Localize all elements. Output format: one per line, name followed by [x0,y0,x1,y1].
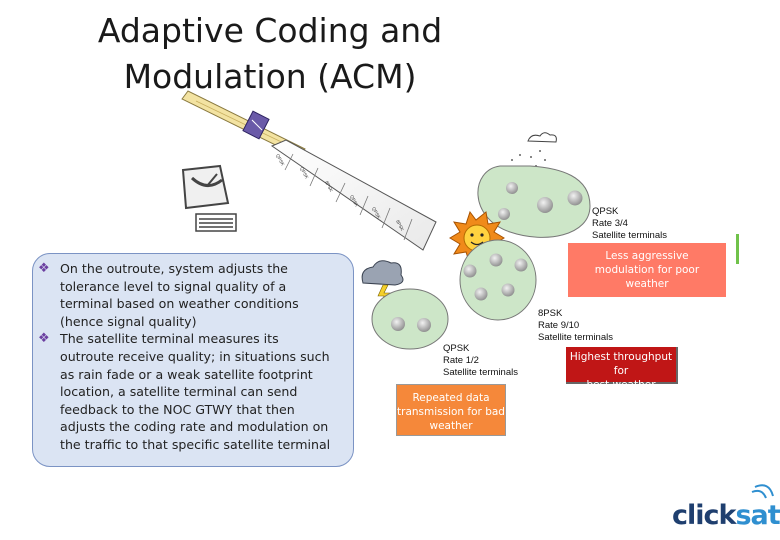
bullet-item: ❖ On the outroute, system adjusts the to… [36,260,336,330]
logo-text-part2: sat [735,500,780,531]
clicksat-logo-mark [751,484,774,499]
terminal-cluster-qpsk-3-4 [477,165,591,238]
label-8psk-9-10: 8PSK Rate 9/10 Satellite terminals [538,308,613,344]
callout-less-aggressive: Less aggressive modulation for poor weat… [568,243,726,297]
label-line: 8PSK [538,308,563,319]
svg-text:QPSK: QPSK [299,166,309,179]
callout-line: weather [625,278,669,290]
callout-line: Repeated data [412,392,490,404]
svg-text:8PSK: 8PSK [395,219,405,232]
callout-line: Less aggressive [605,250,689,262]
info-box [32,253,354,467]
callout-line: weather [429,420,473,432]
diamond-bullet-icon: ❖ [38,331,50,347]
clicksat-logo: clicksat [672,500,780,531]
callout-line: best weather [586,379,656,391]
label-line: Satellite terminals [538,332,613,343]
diamond-bullet-icon: ❖ [38,261,50,276]
label-line: QPSK [592,206,619,217]
title-line-1: Adaptive Coding and [97,11,443,50]
logo-text-part1: click [672,500,736,531]
signal-beam: QPSK QPSK 8PSK QPSK QPSK 8PSK [270,139,437,251]
bullet-text: The satellite terminal measures its outr… [60,331,331,452]
label-line: Rate 9/10 [538,320,580,331]
label-line: QPSK [443,343,470,354]
terminal-cluster-8psk [459,239,537,321]
svg-text:QPSK: QPSK [275,153,285,166]
bullet-item: ❖ The satellite terminal measures its ou… [36,330,336,453]
label-line: Rate 1/2 [443,355,479,366]
callout-highest-throughput: Highest throughput for best weather [566,347,678,391]
title-line-2: Modulation (ACM) [123,57,417,96]
label-line: Rate 3/4 [592,218,628,229]
svg-text:QPSK: QPSK [349,194,359,207]
satellite-icon [181,90,306,158]
accent-bar [736,234,739,264]
svg-text:8PSK: 8PSK [324,180,334,193]
bullet-text: On the outroute, system adjusts the tole… [60,261,299,329]
page-title: Adaptive Coding and Modulation (ACM) [80,8,460,100]
label-line: Satellite terminals [443,367,518,378]
callout-repeated-transmission: Repeated data transmission for bad weath… [396,384,506,436]
ground-station-icon [181,164,237,232]
label-qpsk-1-2: QPSK Rate 1/2 Satellite terminals [443,343,518,379]
terminal-cluster-qpsk-1-2 [371,288,449,350]
callout-line: transmission for bad [397,406,505,418]
callout-line: modulation for poor [594,264,700,276]
label-qpsk-3-4: QPSK Rate 3/4 Satellite terminals [592,206,667,242]
label-line: Satellite terminals [592,230,667,241]
svg-text:QPSK: QPSK [371,206,381,219]
bullet-list: ❖ On the outroute, system adjusts the to… [36,260,336,454]
callout-line: Highest throughput for [569,351,673,377]
